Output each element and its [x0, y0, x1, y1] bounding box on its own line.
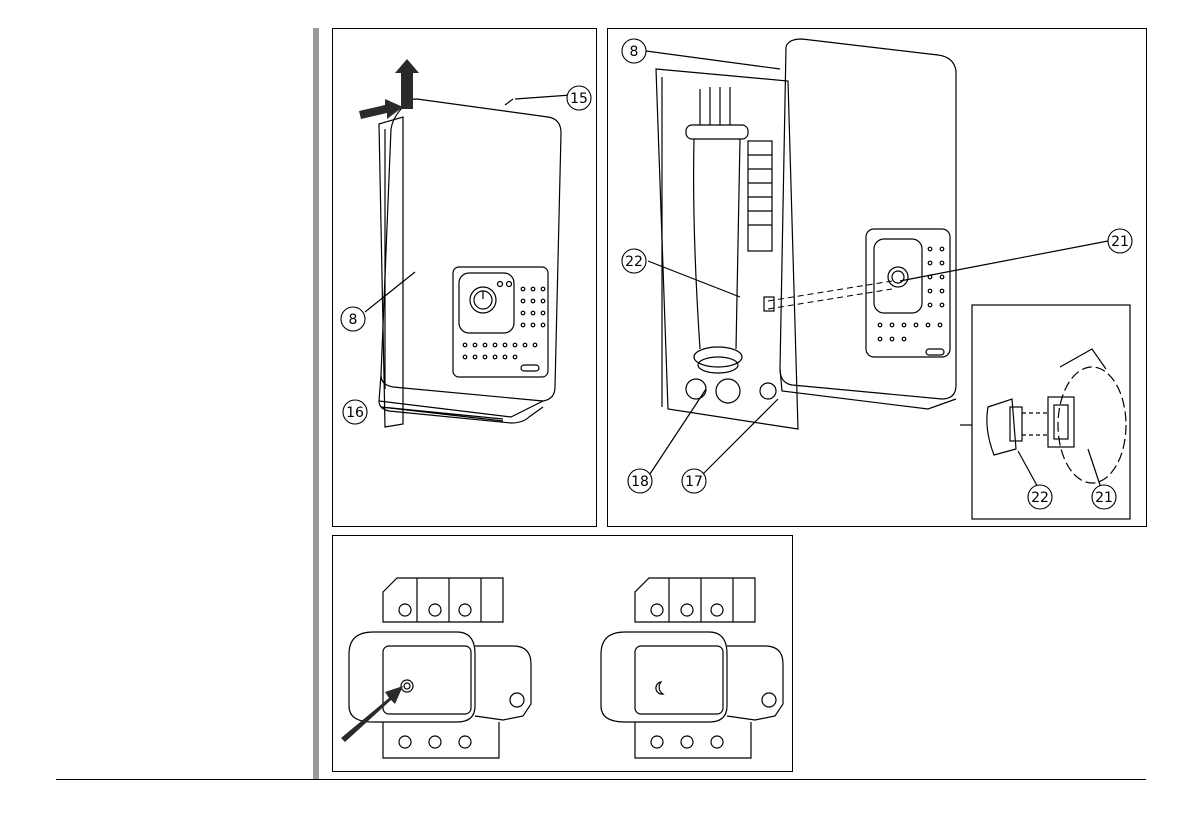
callout-22: 22: [625, 254, 643, 270]
interior-view-diagram: 8 22 21 18 17 22 21: [608, 29, 1146, 526]
callout-18: 18: [631, 474, 649, 490]
safety-cutout-left: [349, 578, 531, 758]
panel-interior-view: 8 22 21 18 17 22 21: [607, 28, 1147, 527]
terminal-block: [748, 141, 772, 251]
control-knob: [888, 267, 908, 287]
appliance-cover: [780, 39, 956, 399]
callout-15: 15: [570, 91, 588, 107]
panel-reset-button: [332, 535, 793, 772]
inset-callout-21: 21: [1095, 490, 1113, 506]
reset-button-diagram: [333, 536, 792, 771]
cover-removal-diagram: 15 8 16: [333, 29, 596, 526]
control-panel: [453, 267, 548, 377]
inset-connector: [987, 349, 1126, 483]
panel-cover-removal: 15 8 16: [332, 28, 597, 527]
inset-callout-22: 22: [1031, 490, 1049, 506]
callout-8: 8: [349, 312, 358, 328]
callout-8: 8: [630, 44, 639, 60]
appliance-cover: [381, 99, 561, 401]
vent-dots: [878, 247, 944, 341]
safety-cutout-right: [601, 578, 783, 758]
removal-arrows: [359, 59, 419, 119]
page-footer-rule: [56, 779, 1146, 780]
callout-16: 16: [346, 405, 364, 421]
reset-button-released: [656, 682, 663, 694]
section-marker-bar: [313, 28, 319, 780]
screw-15: [505, 99, 513, 105]
vent-dots: [463, 287, 545, 359]
heating-element-pipe: [694, 139, 740, 349]
callout-17: 17: [685, 474, 703, 490]
heating-element-top: [686, 125, 748, 139]
reset-button: [401, 680, 413, 692]
up-arrow: [395, 59, 419, 109]
callout-21: 21: [1111, 234, 1129, 250]
back-housing: [656, 69, 798, 429]
